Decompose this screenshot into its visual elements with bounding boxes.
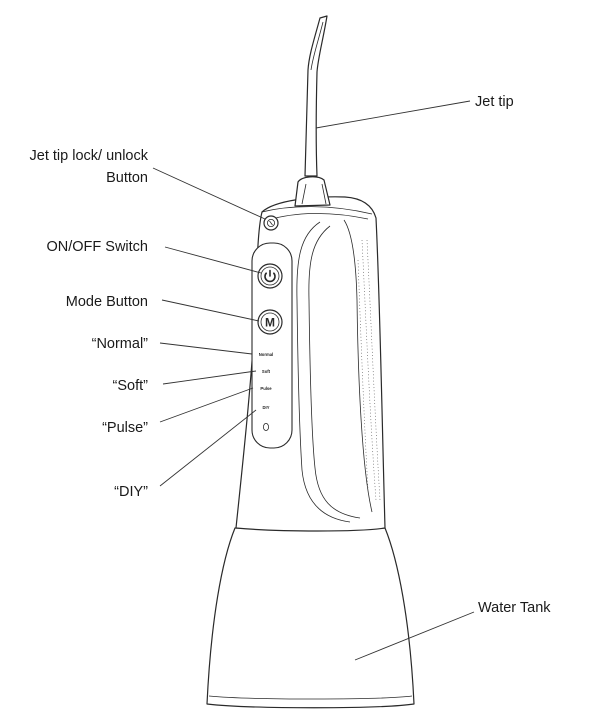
nozzle-holder — [294, 176, 331, 207]
control-panel — [251, 242, 293, 449]
label-on-off: ON/OFF Switch — [46, 239, 148, 255]
label-lock-line2: Button — [106, 170, 148, 186]
lock-button[interactable] — [263, 215, 279, 231]
jet-tip — [304, 15, 328, 177]
leader-on-off — [164, 246, 262, 274]
leader-jet-tip — [315, 100, 471, 129]
label-lock-line1: Jet tip lock/ unlock — [30, 148, 149, 164]
callout-labels: Jet tip Jet tip lock/ unlock Button ON/O… — [30, 94, 552, 616]
indicator-light — [262, 422, 269, 431]
leader-diy — [159, 409, 257, 487]
on-off-button[interactable] — [257, 263, 283, 289]
label-soft: “Soft” — [113, 378, 149, 394]
panel-mark-soft: Soft — [262, 369, 271, 374]
leader-pulse — [159, 387, 254, 423]
mode-button-letter: M — [265, 316, 275, 330]
panel-mark-pulse: Pulse — [260, 386, 272, 391]
power-icon — [264, 269, 276, 283]
water-tank — [206, 527, 415, 709]
mode-button[interactable]: M — [257, 309, 283, 335]
label-normal: “Normal” — [92, 336, 149, 352]
panel-mark-diy: DIY — [263, 405, 270, 410]
panel-mark-normal: Normal — [259, 352, 273, 357]
label-pulse: “Pulse” — [102, 420, 148, 436]
lock-icon — [266, 218, 275, 227]
label-mode: Mode Button — [66, 294, 148, 310]
indicator-light-icon — [262, 422, 269, 431]
leader-mode — [161, 299, 260, 322]
leader-soft — [162, 370, 257, 385]
water-flosser-device: M Normal Soft Pulse DIY — [206, 15, 415, 709]
leader-normal — [159, 342, 253, 355]
label-water-tank: Water Tank — [478, 600, 551, 616]
leader-lines — [152, 100, 475, 661]
label-jet-tip: Jet tip — [475, 94, 514, 110]
leader-water-tank — [354, 611, 475, 661]
label-diy: “DIY” — [114, 484, 148, 500]
leader-lock — [152, 167, 266, 220]
